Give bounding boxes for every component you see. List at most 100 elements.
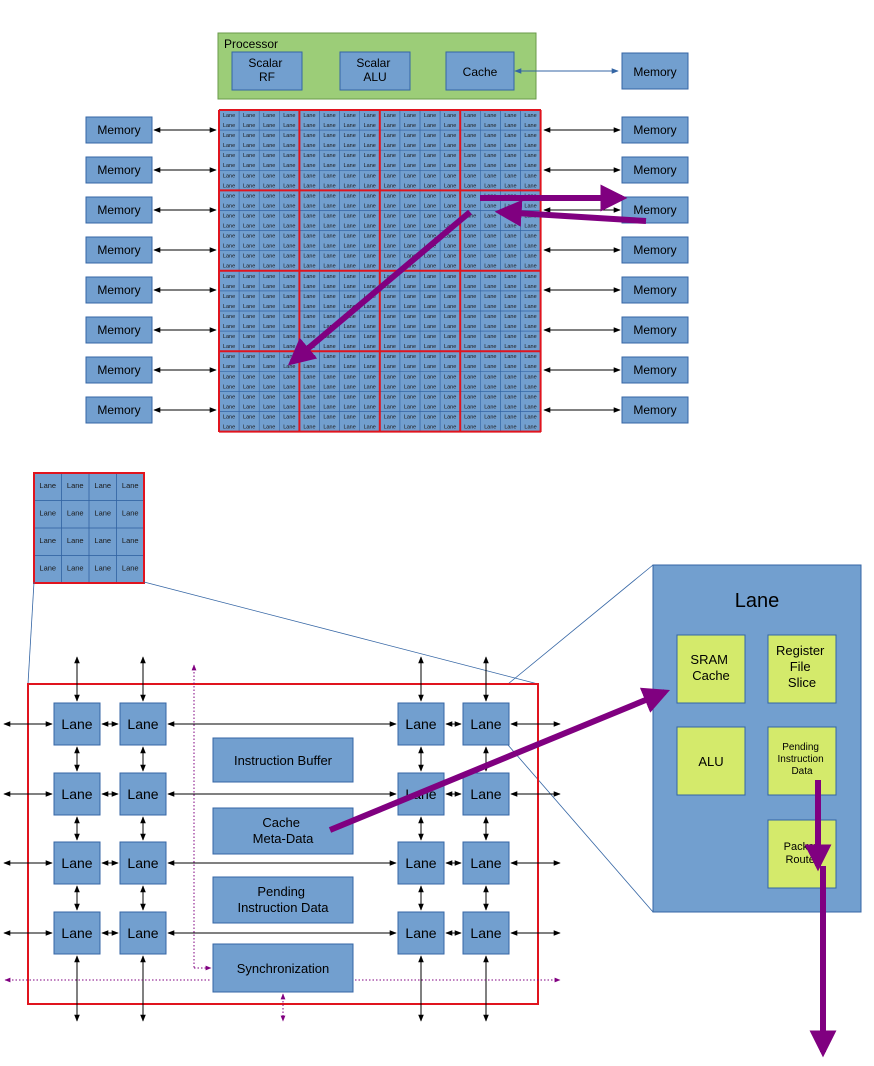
lane-grid: LaneLaneLaneLaneLaneLaneLaneLaneLaneLane… [218,109,542,433]
grid-lane-label: Lane [283,384,295,390]
grid-lane-label: Lane [404,133,416,139]
grid-lane-label: Lane [344,203,356,209]
grid-lane-label: Lane [384,425,396,431]
grid-lane-label: Lane [223,214,235,220]
grid-lane-label: Lane [464,153,476,159]
memory-label: Memory [97,243,140,257]
grid-lane-label: Lane [404,314,416,320]
grid-lane-label: Lane [243,214,255,220]
grid-lane-label: Lane [464,173,476,179]
grid-lane-label: Lane [504,244,516,250]
grid-lane-label: Lane [464,324,476,330]
grid-lane-label: Lane [504,334,516,340]
grid-lane-label: Lane [223,193,235,199]
sync-lines [4,664,561,1022]
grid-lane-label: Lane [303,193,315,199]
grid-lane-label: Lane [484,224,496,230]
memory-box-right [621,236,689,264]
grid-lane-label: Lane [384,173,396,179]
memory-box-left [85,196,153,224]
grid-lane-label: Lane [484,304,496,310]
grid-lane-label: Lane [364,133,376,139]
grid-lane-label: Lane [444,133,456,139]
tile-blocks: Instruction Buffer Cache Meta-Data Pendi… [212,737,354,993]
tile-lane-label: Lane [61,925,92,941]
grid-lane-label: Lane [524,425,536,431]
grid-lane-label: Lane [424,193,436,199]
grid-lane-label: Lane [404,394,416,400]
mini-lane-label: Lane [122,536,139,545]
grid-lane-label: Lane [223,254,235,260]
grid-lane-label: Lane [444,374,456,380]
grid-lane-label: Lane [263,404,275,410]
grid-lane-label: Lane [524,203,536,209]
grid-lane-label: Lane [263,364,275,370]
grid-lane-label: Lane [243,394,255,400]
grid-lane-label: Lane [464,163,476,169]
grid-lane-label: Lane [444,193,456,199]
grid-lane-label: Lane [524,234,536,240]
mini-lane-label: Lane [122,509,139,518]
memory-box-right [621,396,689,424]
grid-lane-label: Lane [263,203,275,209]
grid-lane-label: Lane [223,153,235,159]
grid-lane-label: Lane [484,294,496,300]
grid-lane-label: Lane [424,214,436,220]
grid-lane-label: Lane [504,133,516,139]
memory-box-right [621,276,689,304]
grid-lane-label: Lane [223,123,235,129]
grid-lane-label: Lane [404,304,416,310]
grid-lane-label: Lane [364,193,376,199]
grid-lane-label: Lane [424,163,436,169]
grid-lane-label: Lane [344,224,356,230]
grid-lane-label: Lane [223,264,235,270]
grid-lane-label: Lane [364,425,376,431]
grid-lane-label: Lane [484,173,496,179]
grid-lane-label: Lane [303,214,315,220]
grid-lane-label: Lane [344,304,356,310]
grid-lane-label: Lane [344,264,356,270]
grid-lane-label: Lane [243,374,255,380]
grid-lane-label: Lane [384,214,396,220]
grid-lane-label: Lane [223,163,235,169]
grid-lane-label: Lane [444,344,456,350]
grid-lane-label: Lane [364,415,376,421]
tile-lane [462,702,510,746]
tile-lane-label: Lane [405,716,436,732]
pending-label: Pending Instruction Data [237,884,329,915]
zoom-lines [27,564,654,913]
sram-cache-label: SRAM Cache [690,652,731,683]
grid-lane-label: Lane [364,113,376,119]
grid-lane-label: Lane [303,374,315,380]
grid-lane-label: Lane [404,203,416,209]
processor-title: Processor [224,37,278,51]
grid-lane-label: Lane [243,183,255,189]
grid-lane-label: Lane [524,143,536,149]
grid-lane-label: Lane [303,244,315,250]
grid-lane-label: Lane [404,123,416,129]
grid-lane-label: Lane [444,284,456,290]
grid-lane-label: Lane [223,374,235,380]
grid-lane-label: Lane [484,214,496,220]
grid-lane-label: Lane [263,354,275,360]
grid-lane-label: Lane [524,113,536,119]
grid-lane-label: Lane [243,234,255,240]
grid-lane-label: Lane [364,284,376,290]
grid-lane-label: Lane [243,143,255,149]
grid-lane-label: Lane [243,334,255,340]
grid-lane-label: Lane [243,133,255,139]
memory-box-right [621,316,689,344]
grid-lane-label: Lane [464,334,476,340]
grid-lane-label: Lane [464,304,476,310]
grid-lane-label: Lane [344,133,356,139]
processor-memory-label: Memory [633,65,676,79]
grid-lane-label: Lane [384,183,396,189]
grid-lane-label: Lane [323,314,335,320]
grid-lane-label: Lane [524,163,536,169]
grid-lane-label: Lane [404,284,416,290]
grid-lane-label: Lane [444,334,456,340]
mini-lane-label: Lane [67,536,84,545]
grid-lane-label: Lane [504,425,516,431]
grid-lane-label: Lane [243,113,255,119]
grid-lane-label: Lane [524,153,536,159]
